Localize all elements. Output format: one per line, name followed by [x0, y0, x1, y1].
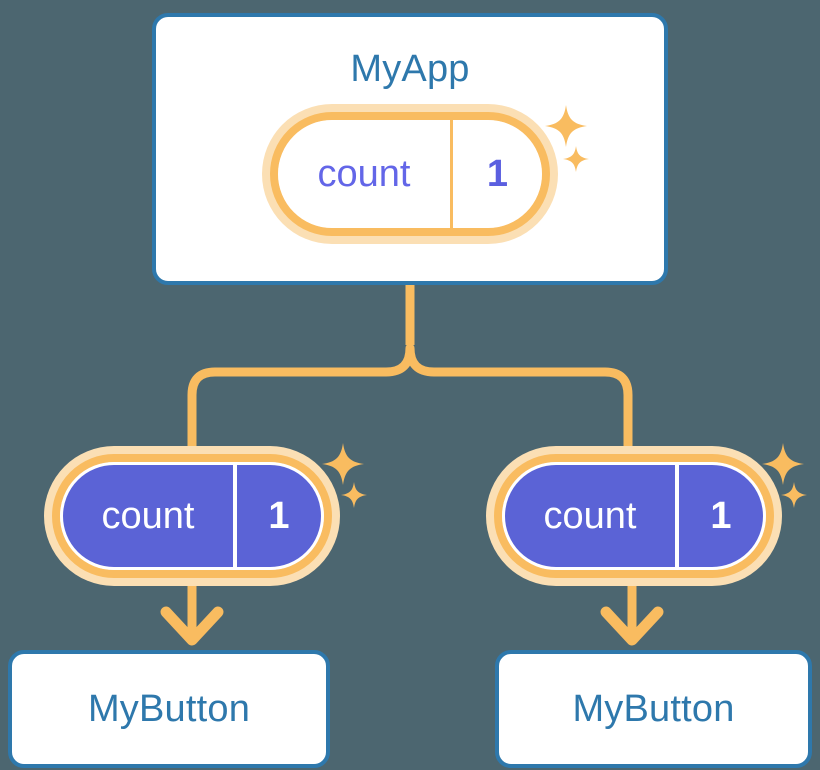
state-pill-ring-right — [494, 454, 774, 578]
page-title: MyApp — [350, 48, 470, 90]
state-pill-right[interactable]: count 1 — [502, 462, 766, 570]
state-key-label: count — [543, 494, 637, 537]
component-card-mybutton-left[interactable]: MyButton — [8, 650, 330, 768]
state-value-label: 1 — [233, 465, 321, 567]
state-value-label: 1 — [450, 120, 542, 228]
connector-branch-icon — [187, 343, 633, 520]
state-pill-left[interactable]: count 1 — [60, 462, 324, 570]
component-title: MyButton — [572, 688, 735, 730]
state-pill-ring-myapp — [270, 112, 550, 236]
component-title: MyButton — [87, 688, 251, 730]
state-pill-ring-left — [52, 454, 332, 578]
state-key-label: count — [101, 494, 195, 537]
state-value-label: 1 — [675, 465, 763, 567]
component-card-mybutton-right[interactable]: MyButton — [495, 650, 812, 768]
state-key-label: count — [317, 152, 411, 195]
state-pill-myapp[interactable]: count 1 — [278, 120, 542, 228]
